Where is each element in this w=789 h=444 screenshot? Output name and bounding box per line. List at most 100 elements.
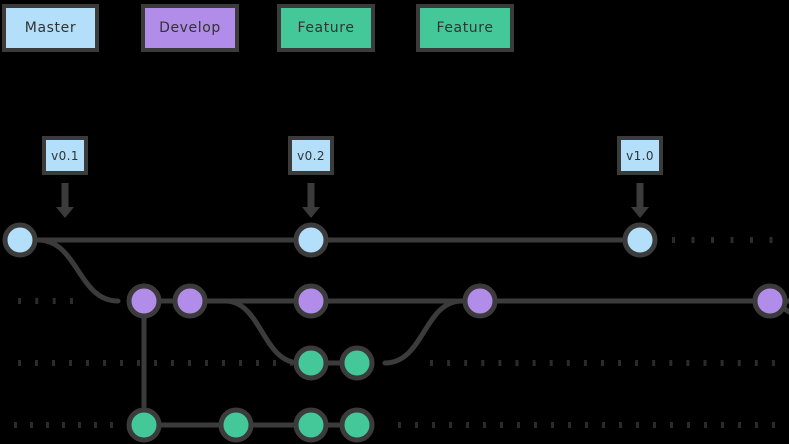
dotted-segment xyxy=(551,422,554,428)
legend-item-feature-4[interactable]: Feature xyxy=(416,4,514,52)
dotted-segment xyxy=(730,237,734,243)
dotted-segment xyxy=(720,360,724,366)
dotted-segment xyxy=(517,422,520,428)
dotted-segment xyxy=(171,360,174,366)
dotted-segment xyxy=(750,237,753,243)
commit-node-develop-2[interactable] xyxy=(172,283,208,319)
dotted-segment xyxy=(103,360,106,366)
legend-item-develop-2[interactable]: Develop xyxy=(141,4,239,52)
dotted-segment xyxy=(534,422,537,428)
dotted-lines-group xyxy=(14,237,775,428)
dotted-segment xyxy=(636,422,639,428)
dotted-segment xyxy=(669,360,673,366)
dotted-segment xyxy=(738,422,741,428)
commit-node-feature1-2[interactable] xyxy=(339,345,375,381)
dotted-segment xyxy=(52,360,55,366)
version-tag-v0-1[interactable]: v0.1 xyxy=(42,136,88,175)
legend-item-label: Master xyxy=(24,20,77,36)
dotted-segment xyxy=(205,360,208,366)
dotted-segment xyxy=(483,422,486,428)
legend-item-feature-3[interactable]: Feature xyxy=(277,4,375,52)
dotted-segment xyxy=(481,360,485,366)
dotted-segment xyxy=(30,422,33,428)
version-tag-v1-0[interactable]: v1.0 xyxy=(617,136,663,175)
legend-item-label: Feature xyxy=(436,20,494,36)
dotted-segment xyxy=(498,360,502,366)
dotted-segment xyxy=(239,360,242,366)
dotted-segment xyxy=(35,298,39,304)
dotted-segment xyxy=(652,360,656,366)
commit-node-develop-4[interactable] xyxy=(462,283,498,319)
dotted-segment xyxy=(737,360,741,366)
dotted-segment xyxy=(711,237,714,243)
legend-item-label: Feature xyxy=(297,20,355,36)
dotted-segment xyxy=(568,422,571,428)
commit-node-develop-5[interactable] xyxy=(752,283,788,319)
version-tag-label: v0.2 xyxy=(297,148,325,163)
dotted-segment xyxy=(687,422,690,428)
dotted-segment xyxy=(430,360,433,366)
dotted-segment xyxy=(585,422,588,428)
dotted-segment xyxy=(672,237,675,243)
dotted-segment xyxy=(52,298,56,304)
dotted-segment xyxy=(532,360,536,366)
dotted-segment xyxy=(549,360,553,366)
dotted-segment xyxy=(256,360,259,366)
connector-lines-group xyxy=(20,237,789,428)
dotted-segment xyxy=(18,360,21,366)
dotted-segment xyxy=(137,360,140,366)
tag-arrow-head-3 xyxy=(631,207,649,218)
commit-node-master-1[interactable] xyxy=(2,222,38,258)
dotted-segment xyxy=(78,422,81,428)
dotted-segment xyxy=(721,422,724,428)
dotted-segment xyxy=(670,422,673,428)
dotted-segment xyxy=(754,360,758,366)
dotted-segment xyxy=(515,360,519,366)
dotted-segment xyxy=(120,360,123,366)
legend-item-label: Develop xyxy=(159,20,221,36)
dotted-segment xyxy=(686,360,690,366)
commit-node-feature1-1[interactable] xyxy=(293,345,329,381)
dotted-segment xyxy=(771,360,775,366)
dotted-segment xyxy=(14,422,17,428)
dotted-segment xyxy=(769,237,773,243)
dotted-segment xyxy=(70,298,73,304)
dotted-segment xyxy=(398,422,401,428)
commit-node-feature2-3[interactable] xyxy=(293,407,329,443)
commit-node-feature2-4[interactable] xyxy=(339,407,375,443)
commit-node-develop-1[interactable] xyxy=(126,283,162,319)
dotted-segment xyxy=(635,360,639,366)
dotted-segment xyxy=(755,422,758,428)
legend-item-master-1[interactable]: Master xyxy=(2,4,99,52)
commit-node-master-3[interactable] xyxy=(622,222,658,258)
dotted-segment xyxy=(500,422,503,428)
dotted-segment xyxy=(110,422,113,428)
tag-arrows-group xyxy=(56,183,649,218)
dotted-segment xyxy=(35,360,38,366)
dotted-segment xyxy=(432,422,435,428)
version-tag-label: v1.0 xyxy=(626,148,654,163)
dotted-segment xyxy=(222,360,225,366)
dotted-segment xyxy=(704,422,707,428)
dotted-segment xyxy=(69,360,72,366)
dotted-segment xyxy=(602,422,605,428)
tag-arrow-head-1 xyxy=(56,207,74,218)
commit-node-feature2-1[interactable] xyxy=(126,407,162,443)
dotted-segment xyxy=(86,360,89,366)
version-tag-v0-2[interactable]: v0.2 xyxy=(288,136,334,175)
dotted-segment xyxy=(94,422,97,428)
master-to-develop-branch xyxy=(35,237,121,304)
commit-node-develop-3[interactable] xyxy=(293,283,329,319)
commit-node-master-2[interactable] xyxy=(293,222,329,258)
dotted-segment xyxy=(188,360,191,366)
dotted-segment xyxy=(154,360,157,366)
dotted-segment xyxy=(415,422,418,428)
dotted-segment xyxy=(449,422,452,428)
commit-node-feature2-2[interactable] xyxy=(218,407,254,443)
dotted-segment xyxy=(653,422,656,428)
dotted-segment xyxy=(703,360,707,366)
dotted-segment xyxy=(772,422,775,428)
commit-nodes-group xyxy=(2,222,788,443)
